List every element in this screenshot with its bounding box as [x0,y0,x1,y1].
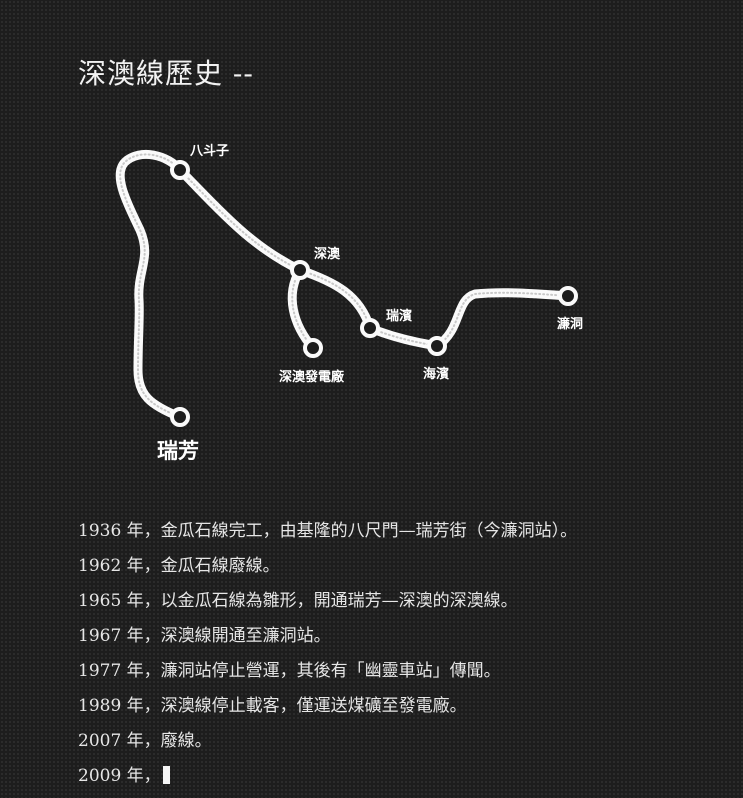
history-item: 2007 年，廢線。 [78,724,577,759]
history-text: 1965 年，以金瓜石線為雛形，開通瑞芳—深澳的深澳線。 [78,591,518,611]
station-liandong-marker [558,286,578,306]
station-bachizi-marker [170,160,190,180]
history-text: 1936 年，金瓜石線完工，由基隆的八尺門—瑞芳街（今濂洞站）。 [78,521,578,541]
page-title: 深澳線歷史 -- [78,57,254,90]
railway-line-map: 八斗子 深澳 瑞濱 海濱 濂洞 深澳發電廠 瑞芳 [115,144,583,463]
station-power-plant-marker [303,338,323,358]
station-bachizi-label: 八斗子 [189,144,229,159]
station-power-plant-label: 深澳發電廠 [279,369,345,385]
history-item: 1965 年，以金瓜石線為雛形，開通瑞芳—深澳的深澳線。 [78,584,577,619]
station-haibin-label: 海濱 [423,366,449,382]
text-cursor [162,766,170,784]
station-ruifang-label: 瑞芳 [157,439,199,463]
history-text: 1967 年，深澳線開通至濂洞站。 [78,626,331,646]
history-item: 1989 年，深澳線停止載客，僅運送煤礦至發電廠。 [78,689,577,724]
history-item: 1967 年，深澳線開通至濂洞站。 [78,619,577,654]
history-item: 1936 年，金瓜石線完工，由基隆的八尺門—瑞芳街（今濂洞站）。 [78,514,577,549]
history-text: 2007 年，廢線。 [78,731,212,751]
history-item: 1962 年，金瓜石線廢線。 [78,549,577,584]
station-ruibin-label: 瑞濱 [386,308,412,324]
history-text: 2009 年， [78,766,161,786]
history-item: 2009 年， [78,759,577,794]
history-text: 1989 年，深澳線停止載客，僅運送煤礦至發電廠。 [78,696,467,716]
history-list: 1936 年，金瓜石線完工，由基隆的八尺門—瑞芳街（今濂洞站）。 1962 年，… [78,514,577,794]
main-route-dots [119,153,569,418]
station-shenao-label: 深澳 [314,246,341,262]
history-text: 1977 年，濂洞站停止營運，其後有「幽靈車站」傳聞。 [78,661,501,681]
station-liandong-label: 濂洞 [557,316,583,332]
main-route-line [115,150,573,422]
history-text: 1962 年，金瓜石線廢線。 [78,556,280,576]
station-shenao-marker [290,260,310,280]
station-ruifang-marker [170,407,190,427]
station-haibin-marker [427,336,447,356]
history-item: 1977 年，濂洞站停止營運，其後有「幽靈車站」傳聞。 [78,654,577,689]
station-ruibin-marker [360,318,380,338]
